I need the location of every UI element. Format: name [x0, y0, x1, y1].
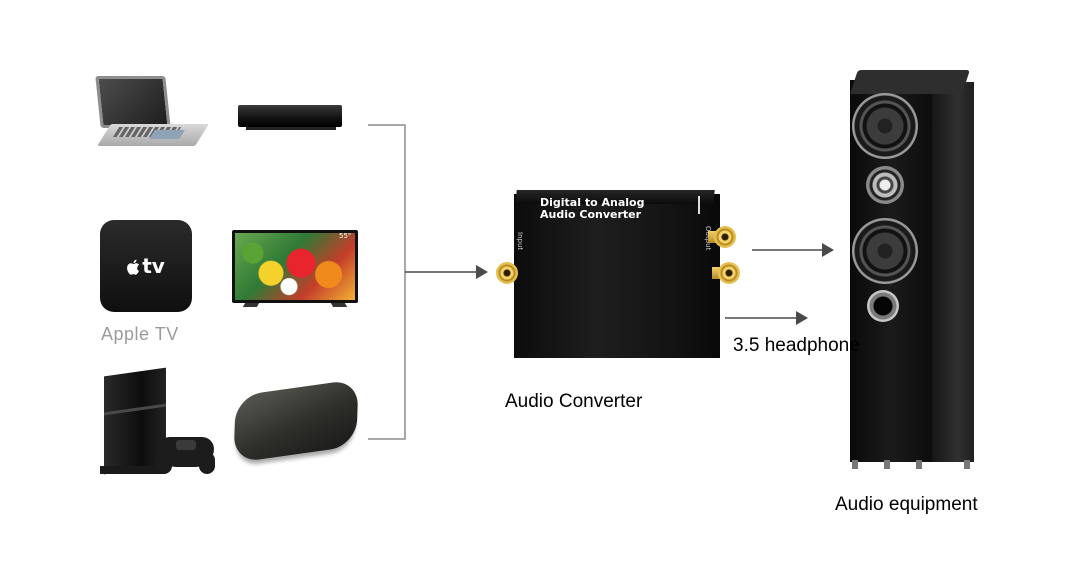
laptop-touchpad	[149, 130, 185, 139]
tv-leg-right	[330, 303, 348, 307]
speaker-foot	[884, 460, 890, 469]
converter-title-line2: Audio Converter	[540, 208, 642, 221]
tv-leg-left	[242, 303, 260, 307]
apple-tv-icon: tv	[100, 220, 192, 312]
speaker-woofer-upper	[852, 93, 918, 159]
output-arrowhead	[822, 243, 834, 257]
apple-tv-logo-text: tv	[142, 254, 165, 278]
dvd-player-body	[238, 105, 342, 127]
converter-divider	[698, 196, 700, 214]
output-jack-2	[718, 262, 740, 284]
speaker-foot	[964, 460, 970, 469]
output-jack-1	[714, 226, 736, 248]
console-base	[100, 466, 164, 474]
speaker-foot	[852, 460, 858, 469]
speaker-foot	[916, 460, 922, 469]
speaker-bass-port	[867, 290, 899, 322]
input-jack	[496, 262, 518, 284]
speaker-woofer-lower	[852, 218, 918, 284]
speaker-side	[932, 82, 974, 462]
apple-tv-label: Apple TV	[101, 324, 179, 344]
speaker-tweeter	[866, 166, 904, 204]
controller-touchpad	[176, 440, 196, 450]
laptop-screen	[95, 76, 171, 128]
audio-converter-label: Audio Converter	[505, 391, 643, 412]
apple-tv-logo: tv	[127, 254, 165, 278]
source-bracket	[368, 124, 406, 440]
headphone-arrowhead	[796, 311, 808, 325]
apple-logo-icon	[127, 259, 140, 275]
tv-size-text: 55"	[339, 232, 352, 240]
input-arrowhead	[476, 265, 488, 279]
bracket-top-line	[368, 124, 406, 440]
converter-input-text: Input	[516, 232, 524, 251]
speaker-top	[850, 70, 970, 94]
audio-equipment-label: Audio equipment	[835, 494, 978, 515]
converter-body	[514, 194, 720, 358]
output-jack-1-barrel	[708, 231, 718, 243]
converter-title-line1: Digital to Analog	[540, 196, 645, 209]
headphone-label: 3.5 headphone	[733, 335, 860, 356]
tv-screen	[235, 233, 355, 300]
dvd-player-foot	[246, 127, 336, 130]
output-jack-2-barrel	[712, 267, 722, 279]
